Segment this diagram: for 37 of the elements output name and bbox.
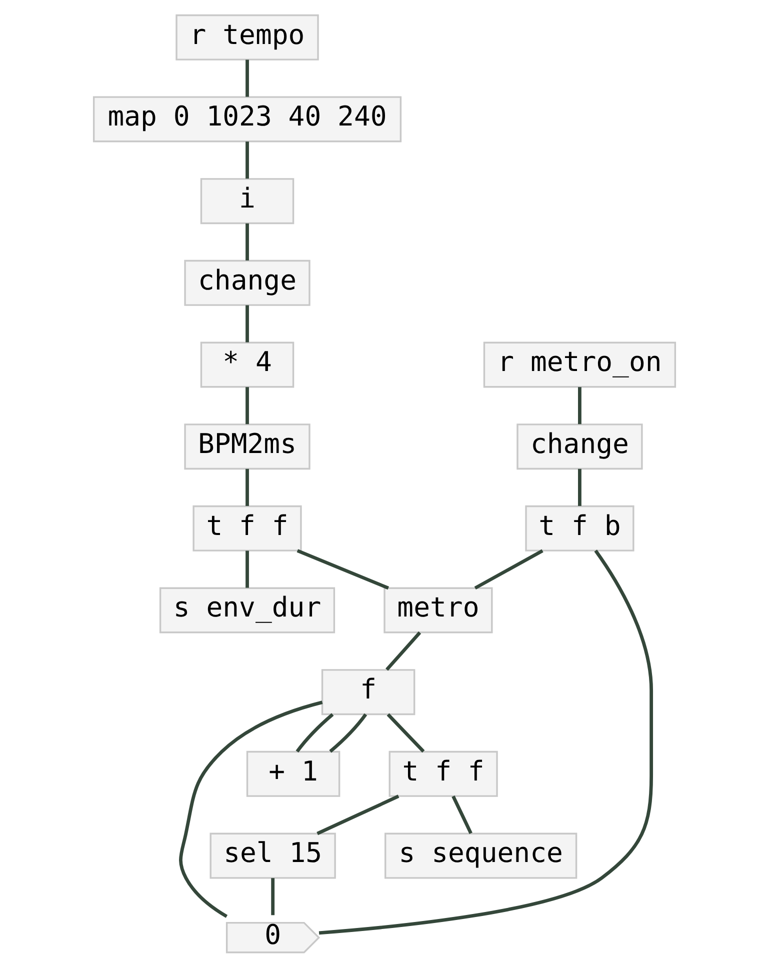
connector: [246, 305, 249, 342]
connector: [246, 550, 249, 588]
node-box: r metro_on: [483, 342, 676, 388]
node-box: change: [516, 424, 643, 470]
node-box: s env_dur: [159, 587, 336, 634]
connector: [329, 713, 368, 753]
node-box: r tempo: [176, 14, 319, 60]
connector: [246, 60, 249, 97]
node-box: metro: [384, 587, 493, 634]
node-box: t f f: [192, 505, 302, 552]
connector: [578, 468, 582, 506]
node-box: i: [200, 178, 294, 224]
node-box: t f f: [388, 750, 498, 797]
node-box: BPM2ms: [184, 424, 310, 470]
connector: [316, 794, 400, 836]
node-box: sel 15: [210, 832, 336, 879]
connector: [246, 387, 249, 424]
connector: [246, 223, 249, 260]
connector: [386, 713, 425, 753]
node-box: f: [321, 669, 416, 716]
node-box: * 4: [200, 342, 294, 388]
connector: [246, 468, 249, 506]
node-box: + 1: [246, 750, 340, 797]
node-box: t f b: [525, 505, 634, 552]
connector: [578, 387, 582, 424]
node-box: s sequence: [384, 832, 578, 879]
node-box: change: [184, 260, 310, 306]
connector: [474, 549, 544, 590]
connector: [296, 713, 334, 752]
connector: [318, 550, 654, 935]
connector: [179, 700, 323, 918]
connector: [452, 796, 472, 834]
node-box: map 0 1023 40 240: [92, 96, 402, 142]
connector: [271, 878, 275, 916]
connector: [296, 549, 390, 590]
connector: [246, 142, 249, 179]
connector: [386, 631, 422, 671]
